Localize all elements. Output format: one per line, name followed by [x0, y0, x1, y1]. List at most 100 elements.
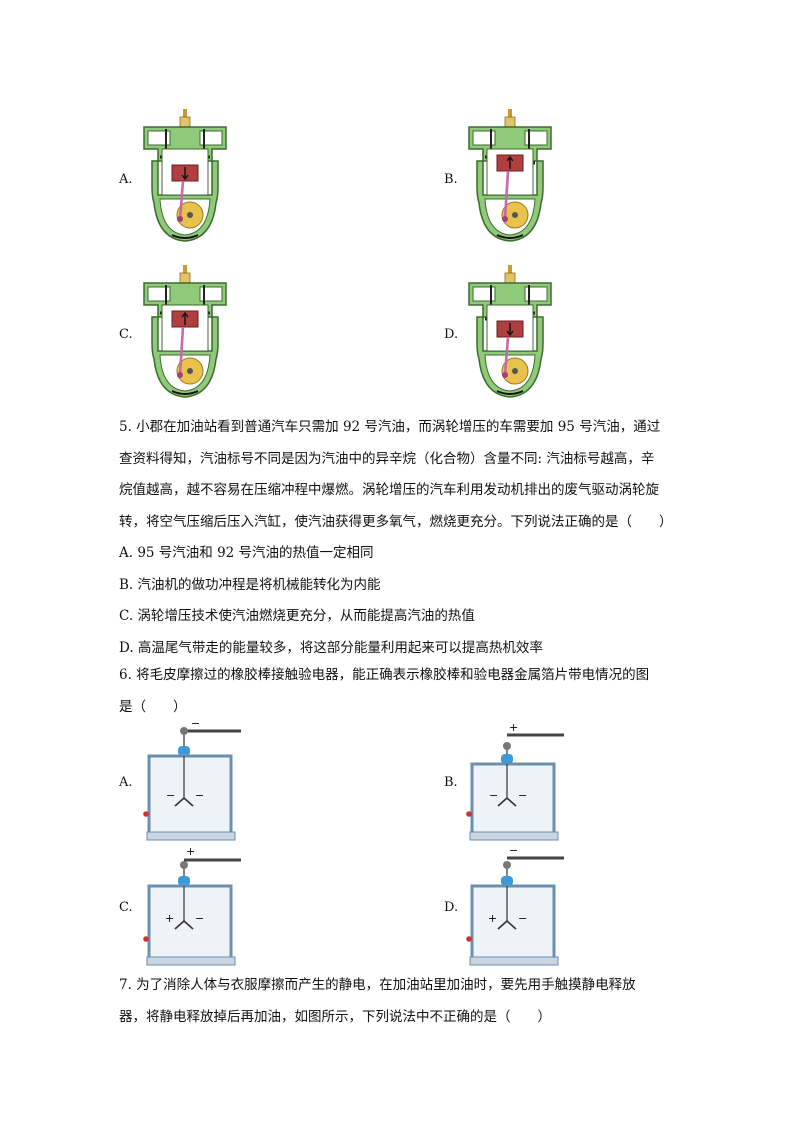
arrow-down-icon: [181, 167, 189, 181]
connecting-rod: [178, 326, 185, 376]
electroscope-diagram-b: + − −: [466, 721, 564, 841]
q5-choice-d: D. 高温尾气带走的能量较多，将这部分能量利用起来可以提高热机效率: [119, 639, 543, 656]
right-leaf-charge-sign: −: [195, 912, 204, 925]
leaf-right: [183, 920, 194, 930]
q6-stem-line: 是（ ）: [119, 698, 187, 715]
ground-terminal: [143, 936, 149, 942]
spark-plug-body: [179, 116, 191, 128]
q5-stem-line: 5. 小郡在加油站看到普通汽车只需加 92 号汽油，而涡轮增压的车需要加 95 …: [119, 419, 661, 435]
ball-knob: [180, 861, 188, 869]
intake-port: [472, 130, 496, 146]
rotation-arc: [171, 390, 199, 395]
q5-choice-b: B. 汽油机的做功冲程是将机械能转化为内能: [119, 576, 381, 593]
rod-charge-sign: −: [191, 717, 200, 730]
glass-case: [147, 884, 233, 963]
q6-option-a-label: A.: [119, 775, 133, 790]
leaf-left: [497, 920, 508, 930]
insulator-plug: [501, 876, 513, 886]
connecting-rod: [503, 336, 510, 376]
leaf-left: [174, 920, 185, 930]
electroscope-diagram-a: − − −: [143, 717, 241, 841]
exhaust-port: [199, 286, 223, 302]
crank-axle: [187, 212, 193, 218]
spark-plug-body: [504, 272, 516, 284]
q4-option-a-label: A.: [119, 172, 133, 187]
left-leaf-charge-sign: −: [489, 789, 498, 802]
rod-charge-sign: +: [186, 845, 195, 858]
electroscope-diagram-c: + + −: [143, 845, 241, 966]
q7-stem-line: 7. 为了消除人体与衣服摩擦而产生的静电，在加油站里加油时，要先用手触摸静电释放: [119, 977, 636, 993]
left-leaf-charge-sign: +: [488, 912, 497, 925]
ball-knob: [503, 861, 511, 869]
right-leaf-charge-sign: −: [518, 912, 527, 925]
q5-stem-line: 转，将空气压缩后压入汽缸，使汽油获得更多氧气，燃烧更充分。下列说法正确的是（ ）: [119, 513, 673, 530]
insulator-plug: [178, 876, 190, 886]
ground-terminal: [466, 936, 472, 942]
arrow-down-icon: [506, 323, 514, 337]
q6-stem-line: 6. 将毛皮摩擦过的橡胶棒接触验电器，能正确表示橡胶棒和验电器金属箔片带电情况的…: [119, 667, 650, 683]
connecting-rod: [503, 170, 510, 220]
rotation-arc: [496, 234, 524, 239]
leaf-left: [174, 797, 185, 807]
intake-port: [472, 286, 496, 302]
ground-terminal: [143, 811, 149, 817]
glass-case: [147, 754, 233, 838]
arrow-up-icon: [506, 155, 514, 169]
q6-stem: 6. 将毛皮摩擦过的橡胶棒接触验电器，能正确表示橡胶棒和验电器金属箔片带电情况的…: [119, 660, 679, 723]
q5-stem-line: 查资料得知，汽油标号不同是因为汽油中的异辛烷（化合物）含量不同: 汽油标号越高，…: [119, 450, 655, 467]
intake-port: [147, 286, 171, 302]
crank-pin: [177, 216, 183, 222]
ball-knob: [503, 742, 511, 750]
left-leaf-charge-sign: +: [165, 912, 174, 925]
leaf-left: [497, 797, 508, 807]
electroscope-diagram-d: − + −: [466, 844, 564, 966]
crank-pin: [502, 372, 508, 378]
spark-plug: [508, 265, 512, 273]
leaf-right: [183, 797, 194, 807]
right-leaf-charge-sign: −: [518, 789, 527, 802]
crank-axle: [512, 212, 518, 218]
q7-stem: 7. 为了消除人体与衣服摩擦而产生的静电，在加油站里加油时，要先用手触摸静电释放…: [119, 970, 679, 1033]
rotation-arc: [171, 234, 199, 239]
q4-option-b-label: B.: [444, 172, 458, 187]
q5-choice-a: A. 95 号汽油和 92 号汽油的热值一定相同: [119, 545, 374, 561]
exhaust-port: [199, 130, 223, 146]
q7-stem-line: 器，将静电释放掉后再加油，如图所示，下列说法中不正确的是（ ）: [119, 1008, 551, 1025]
q5-choice-c: C. 涡轮增压技术使汽油燃烧更充分，从而能提高汽油的热值: [119, 608, 475, 624]
ball-knob: [180, 727, 188, 735]
q5-stem: 5. 小郡在加油站看到普通汽车只需加 92 号汽油，而涡轮增压的车需要加 95 …: [119, 412, 679, 664]
left-leaf-charge-sign: −: [166, 789, 175, 802]
ground-terminal: [466, 811, 472, 817]
crank-axle: [512, 368, 518, 374]
leaf-right: [506, 920, 517, 930]
insulator-plug: [178, 746, 190, 756]
right-leaf-charge-sign: −: [195, 789, 204, 802]
q5-stem-line: 烷值越高，越不容易在压缩冲程中爆燃。涡轮增压的汽车利用发动机排出的废气驱动涡轮旋: [119, 482, 659, 498]
engine-diagram-c: [143, 265, 227, 398]
engine-diagram-a: [143, 109, 227, 242]
exhaust-port: [524, 130, 548, 146]
spark-plug: [508, 109, 512, 117]
arrow-up-icon: [181, 311, 189, 325]
spark-plug: [183, 265, 187, 273]
spark-plug-body: [504, 116, 516, 128]
q6-option-b-label: B.: [444, 775, 458, 790]
glass-case: [470, 884, 556, 963]
crank-pin: [502, 216, 508, 222]
engine-diagram-b: [468, 109, 552, 242]
rod-charge-sign: −: [509, 844, 518, 857]
exhaust-port: [524, 286, 548, 302]
intake-port: [147, 130, 171, 146]
q6-option-d-label: D.: [444, 900, 459, 915]
insulator-plug: [501, 754, 513, 764]
rod-charge-sign: +: [509, 721, 518, 734]
connecting-rod: [178, 180, 185, 220]
crank-axle: [187, 368, 193, 374]
glass-case: [470, 762, 556, 838]
q6-option-c-label: C.: [119, 900, 133, 915]
crank-pin: [177, 372, 183, 378]
q4-option-c-label: C.: [119, 327, 133, 342]
q4-option-d-label: D.: [444, 327, 459, 342]
rotation-arc: [496, 390, 524, 395]
spark-plug-body: [179, 272, 191, 284]
